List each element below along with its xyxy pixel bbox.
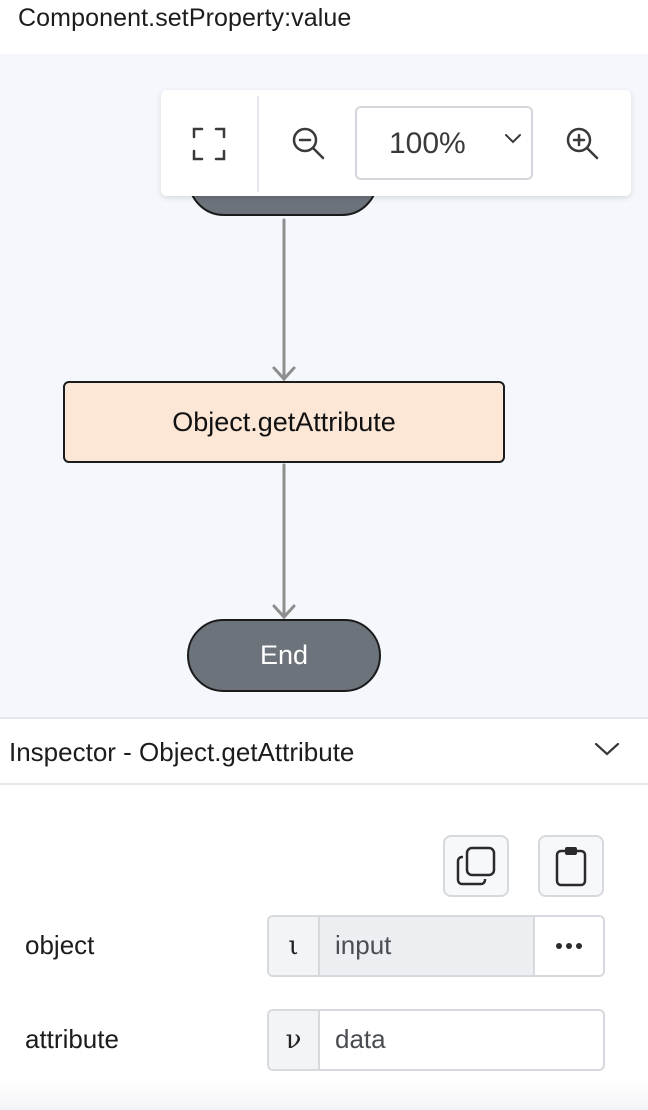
object-field[interactable]: ι input [267,915,605,977]
type-toggle-button[interactable]: ν [269,1011,320,1069]
copy-button[interactable] [443,835,509,897]
zoom-in-button[interactable] [551,112,615,176]
fit-screen-icon [192,127,226,161]
zoom-out-icon [292,127,325,160]
flow-node-end[interactable]: End [187,619,381,692]
edge-arrowhead [272,604,296,620]
more-options-button[interactable] [533,917,603,975]
clipboard-icon [555,847,587,887]
edge-arrowhead [272,366,296,382]
bottom-fade [0,1078,648,1110]
zoom-in-icon [566,127,599,160]
flow-node-label: End [259,640,309,670]
flow-canvas[interactable]: 100% Object.getAttribute End [0,54,648,717]
attribute-field[interactable]: ν data [267,1009,605,1071]
toolbar-divider [257,96,259,192]
flow-edges [272,218,296,620]
copy-icon [456,846,496,886]
type-toggle-button[interactable]: ι [269,917,320,975]
inspector-header[interactable]: Inspector - Object.getAttribute [0,717,648,785]
flow-node-label: Object.getAttribute [172,406,396,437]
fit-screen-button[interactable] [177,112,241,176]
object-field-value: input [335,930,392,960]
page-title: Component.setProperty:value [18,4,352,32]
more-horizontal-icon [556,943,582,949]
property-label-object: object [25,930,95,960]
attribute-field-value[interactable]: data [335,1024,386,1054]
paste-button[interactable] [538,835,604,897]
object-value-area [320,917,535,975]
canvas-toolbar: 100% [161,90,631,196]
zoom-level-select[interactable]: 100% [355,106,533,180]
property-label-attribute: attribute [25,1024,119,1054]
zoom-level-value: 100% [389,127,466,160]
chevron-down-icon[interactable] [594,741,620,757]
chevron-down-icon [505,134,521,144]
zoom-out-button[interactable] [277,112,341,176]
inspector-title: Inspector - Object.getAttribute [9,737,355,767]
flow-node-object-getattribute[interactable]: Object.getAttribute [63,381,505,463]
title-bar: Component.setProperty:value [0,0,648,54]
